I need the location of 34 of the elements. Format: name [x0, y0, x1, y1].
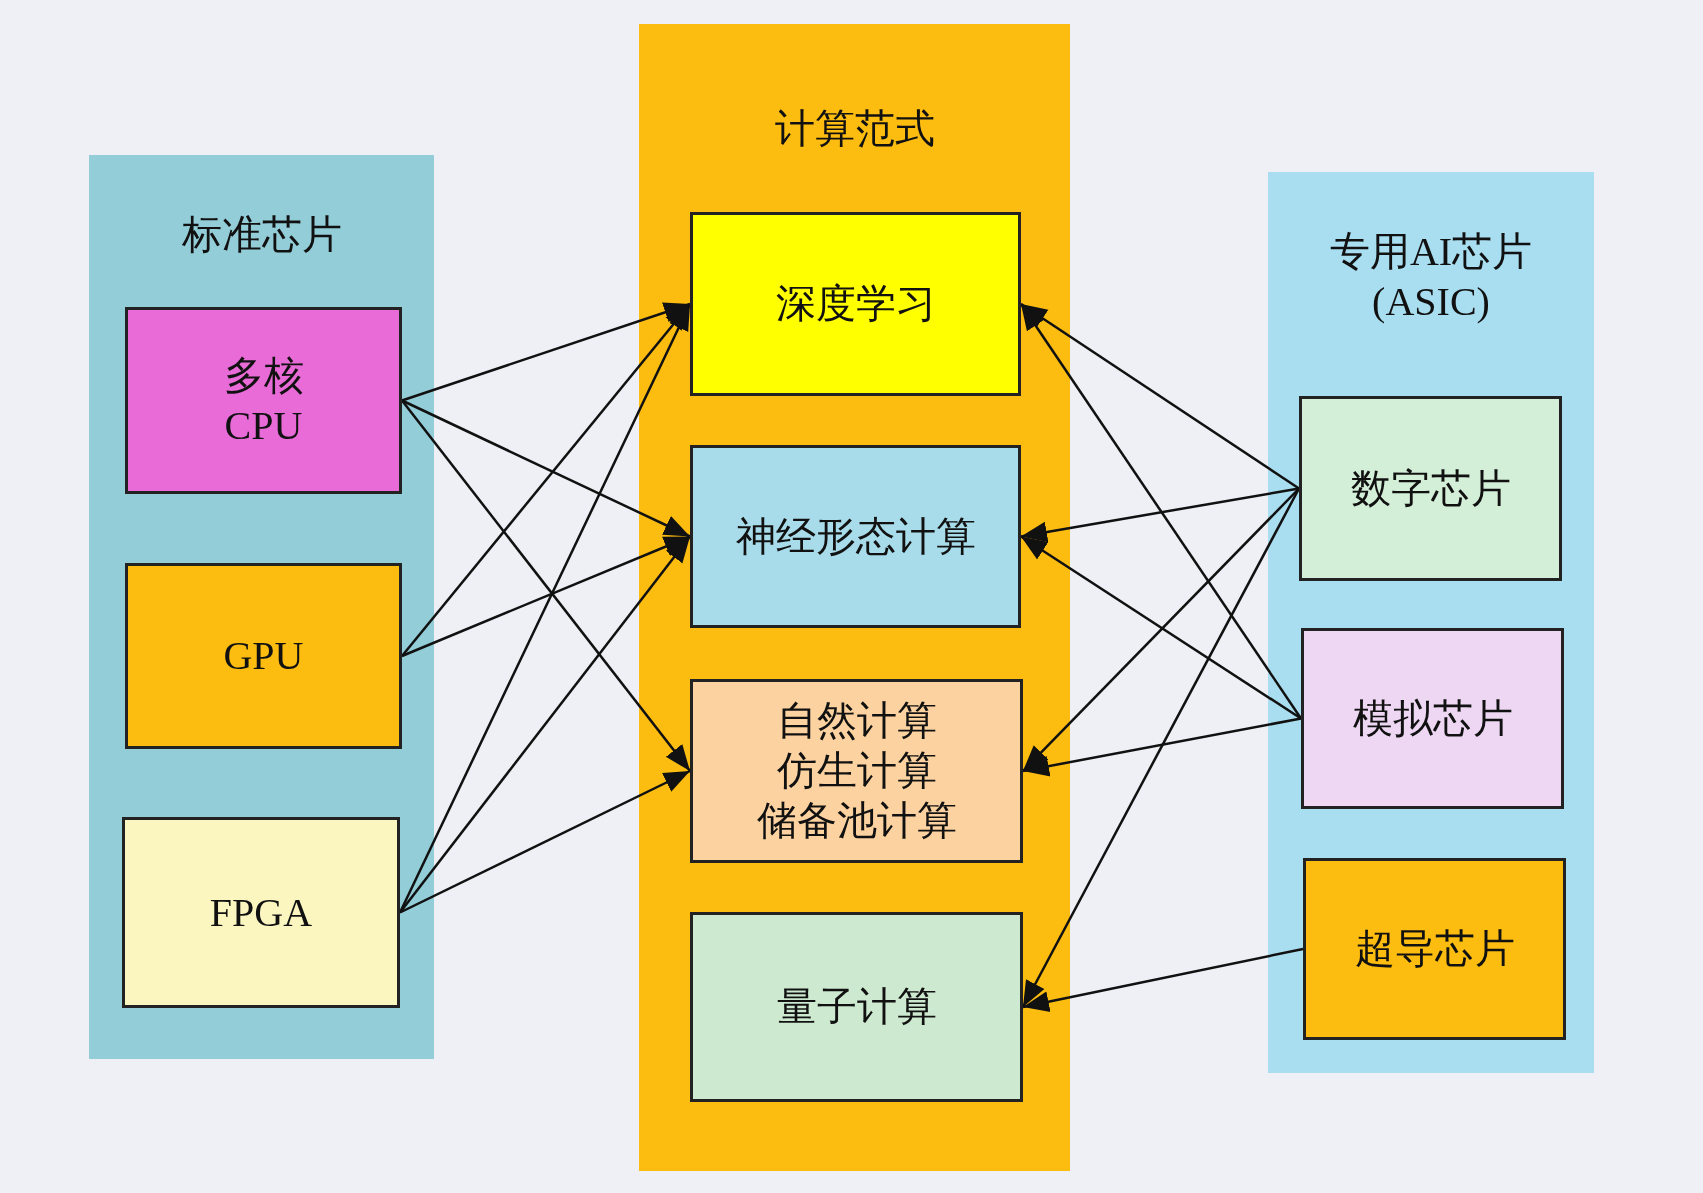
arrow [1020, 535, 1302, 720]
box-label: 仿生计算 [776, 747, 937, 795]
chip-box: GPU [125, 563, 402, 749]
chip-box [125, 307, 402, 494]
arrow [1020, 487, 1300, 543]
arrow [401, 399, 691, 772]
arrow [1020, 302, 1300, 490]
arrow [401, 535, 691, 658]
group-title: 专用AI芯片 (ASIC) [1328, 228, 1534, 326]
group-panel [1268, 172, 1594, 1073]
arrow [399, 535, 691, 914]
group-panel [639, 24, 1070, 1171]
chip-box: 深度学习 [690, 212, 1021, 396]
box-label: 多核 CPU [222, 351, 305, 450]
chip-box: 模拟芯片 [1301, 628, 1564, 809]
chip-box [690, 679, 1023, 863]
arrow [401, 302, 691, 402]
arrow [401, 303, 691, 657]
box-label: 储备池计算 [756, 797, 957, 845]
box-label: 自然计算 [776, 697, 937, 745]
chip-box: FPGA [122, 817, 400, 1008]
arrow [401, 399, 691, 538]
group-title: 计算范式 [774, 105, 935, 153]
chip-box: 量子计算 [690, 912, 1023, 1102]
arrow [1022, 717, 1302, 777]
arrow [1022, 947, 1304, 1012]
group-title: 标准芯片 [181, 211, 342, 259]
chip-box: 超导芯片 [1303, 858, 1566, 1040]
group-panel [89, 155, 434, 1059]
arrow [399, 769, 691, 914]
arrow [1019, 303, 1303, 720]
chip-box: 神经形态计算 [690, 445, 1021, 628]
chip-box: 数字芯片 [1299, 396, 1562, 581]
arrow [1022, 487, 1300, 772]
